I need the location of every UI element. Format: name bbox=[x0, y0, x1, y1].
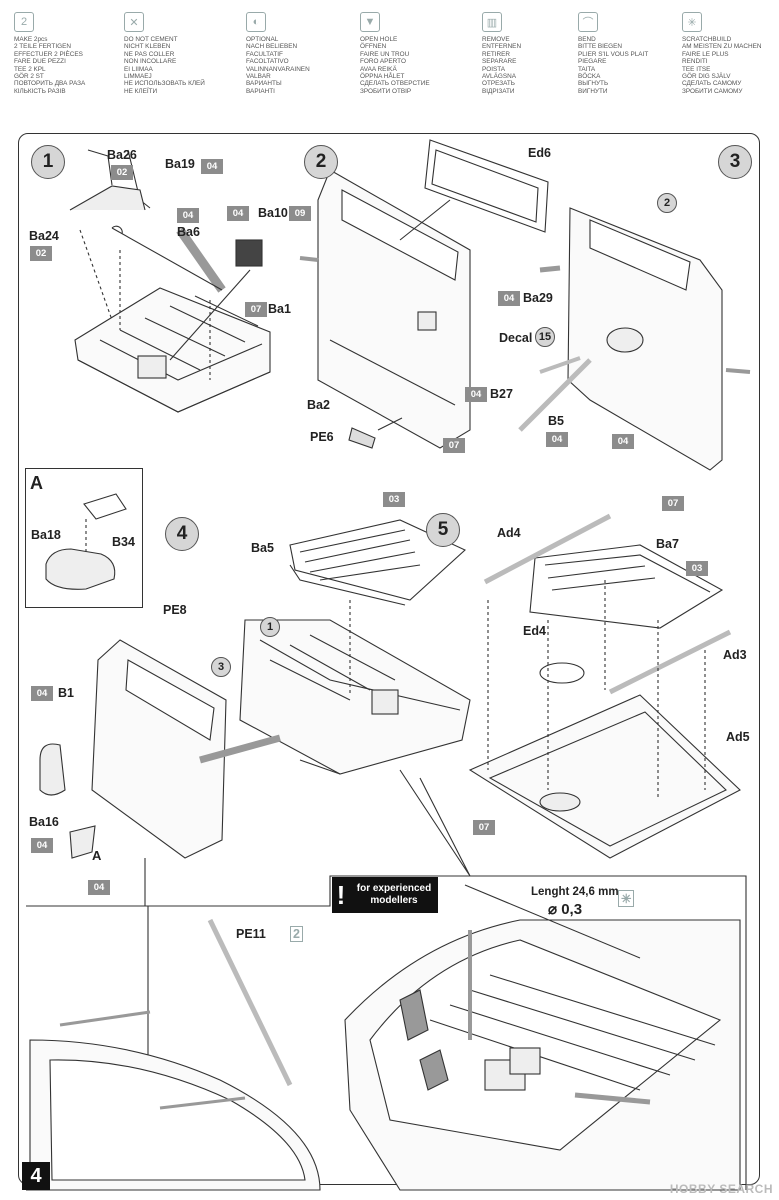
page-number: 4 bbox=[22, 1162, 50, 1190]
color-code: 09 bbox=[289, 206, 311, 221]
part-label: Ba10 bbox=[258, 206, 288, 220]
legend-optional: ◐ OPTIONAL NACH BELIEBEN FACULTATIF FACOL… bbox=[246, 12, 346, 95]
part-label: B5 bbox=[548, 414, 564, 428]
watermark: HOBBY SEARCH bbox=[669, 1182, 773, 1196]
part-label: Ba16 bbox=[29, 815, 59, 829]
warning-text: for experienced modellers bbox=[356, 883, 432, 906]
ref-step-2: 2 bbox=[657, 193, 677, 213]
step-5-marker: 5 bbox=[426, 513, 460, 547]
part-label: Ba2 bbox=[307, 398, 330, 412]
step2-cab-drawing bbox=[299, 139, 549, 449]
legend-text: SCRATCHBUILD AM MEISTEN ZU MACHEN FAIRE … bbox=[682, 36, 762, 95]
part-label: Ba26 bbox=[107, 148, 137, 162]
part-label: Decal bbox=[499, 331, 533, 345]
color-code: 04 bbox=[88, 880, 110, 895]
part-label: Ba5 bbox=[251, 541, 274, 555]
make-two-icon: 2 bbox=[290, 926, 303, 942]
part-label: Ba24 bbox=[29, 229, 59, 243]
color-code: 03 bbox=[686, 561, 708, 576]
part-label: Ad4 bbox=[497, 526, 521, 540]
color-code: 07 bbox=[662, 496, 684, 511]
part-label: Ba1 bbox=[268, 302, 291, 316]
part-label: PE8 bbox=[163, 603, 187, 617]
step-3-marker: 3 bbox=[718, 145, 752, 179]
ref-step-3: 3 bbox=[211, 657, 231, 677]
color-code: 07 bbox=[473, 820, 495, 835]
part-label: Ed6 bbox=[528, 146, 551, 160]
part-label: PE11 bbox=[236, 927, 266, 941]
sub-assembly-a-ref: A bbox=[92, 848, 102, 863]
part-label: B34 bbox=[112, 535, 135, 549]
step3-panel-drawing bbox=[518, 207, 751, 471]
color-code: 07 bbox=[443, 438, 465, 453]
sub-assembly-a-box: A bbox=[25, 468, 143, 608]
legend-bend: ⌒ BEND BITTE BIEGEN PLIER S'IL VOUS PLAIT… bbox=[578, 12, 678, 95]
seat-cushion-drawing bbox=[289, 519, 466, 606]
color-code: 04 bbox=[177, 208, 199, 223]
step5-frame-drawing bbox=[468, 513, 741, 859]
sub-assembly-a-label: A bbox=[30, 473, 43, 493]
instruction-panel bbox=[18, 133, 760, 1185]
color-code: 04 bbox=[201, 159, 223, 174]
color-code: 04 bbox=[498, 291, 520, 306]
part-label: Ba18 bbox=[31, 528, 61, 542]
wire-length-label: Lenght 24,6 mm bbox=[531, 886, 619, 898]
legend-text: BEND BITTE BIEGEN PLIER S'IL VOUS PLAIT … bbox=[578, 36, 649, 95]
legend-text: OPEN HOLE ÖFFNEN FAIRE UN TROU FORO APER… bbox=[360, 36, 430, 95]
optional-icon: ◐ bbox=[246, 12, 266, 32]
part-label: PE6 bbox=[310, 430, 334, 444]
step-2-marker: 2 bbox=[304, 145, 338, 179]
scratchbuild-icon: ✳ bbox=[618, 890, 635, 907]
legend-text: OPTIONAL NACH BELIEBEN FACULTATIF FACOLT… bbox=[246, 36, 310, 95]
sub-assembly-a-drawing bbox=[45, 493, 127, 590]
part-label: B27 bbox=[490, 387, 513, 401]
wire-diameter-label: ⌀ 0,3 bbox=[548, 901, 583, 918]
color-code: 03 bbox=[383, 492, 405, 507]
color-code: 07 bbox=[245, 302, 267, 317]
legend-text: REMOVE ENTFERNEN RETIRER SEPARARE POISTA… bbox=[482, 36, 522, 95]
experienced-warning: ! for experienced modellers bbox=[332, 877, 438, 913]
part-label: Ba6 bbox=[177, 225, 200, 239]
color-code: 04 bbox=[31, 686, 53, 701]
legend-scratchbuild: ✳ SCRATCHBUILD AM MEISTEN ZU MACHEN FAIRE… bbox=[682, 12, 779, 95]
color-code: 04 bbox=[465, 387, 487, 402]
color-code: 04 bbox=[546, 432, 568, 447]
part-label: Ed4 bbox=[523, 624, 546, 638]
ref-step-1: 1 bbox=[260, 617, 280, 637]
legend-text: DO NOT CEMENT NICHT KLEBEN NE PAS COLLER… bbox=[124, 36, 205, 95]
bend-icon: ⌒ bbox=[578, 12, 598, 32]
decal-number: 15 bbox=[535, 327, 555, 347]
color-code: 04 bbox=[612, 434, 634, 449]
make-two-icon: 2 bbox=[14, 12, 34, 32]
step4-assembly-drawing bbox=[39, 600, 471, 859]
step1-floor-drawing bbox=[69, 149, 271, 413]
legend-remove: ▥ REMOVE ENTFERNEN RETIRER SEPARARE POIST… bbox=[482, 12, 582, 95]
part-label: Ad3 bbox=[723, 648, 747, 662]
step-4-marker: 4 bbox=[165, 517, 199, 551]
legend-open-hole: ▼ OPEN HOLE ÖFFNEN FAIRE UN TROU FORO APE… bbox=[360, 12, 460, 95]
part-label: B1 bbox=[58, 686, 74, 700]
color-code: 04 bbox=[31, 838, 53, 853]
part-label: Ba7 bbox=[656, 537, 679, 551]
scratchbuild-icon: ✳ bbox=[682, 12, 702, 32]
color-code: 04 bbox=[227, 206, 249, 221]
step-1-marker: 1 bbox=[31, 145, 65, 179]
color-code: 02 bbox=[111, 165, 133, 180]
legend-text: MAKE 2pcs 2 TEILE FERTIGEN EFFECTUER 2 P… bbox=[14, 36, 86, 95]
part-label: Ba29 bbox=[523, 291, 553, 305]
legend-do-not-cement: ✕ DO NOT CEMENT NICHT KLEBEN NE PAS COLLE… bbox=[124, 12, 224, 95]
do-not-cement-icon: ✕ bbox=[124, 12, 144, 32]
part-label: Ba19 bbox=[165, 157, 195, 171]
part-label: Ad5 bbox=[726, 730, 750, 744]
open-hole-icon: ▼ bbox=[360, 12, 380, 32]
warning-icon: ! bbox=[336, 879, 346, 910]
color-code: 02 bbox=[30, 246, 52, 261]
remove-icon: ▥ bbox=[482, 12, 502, 32]
